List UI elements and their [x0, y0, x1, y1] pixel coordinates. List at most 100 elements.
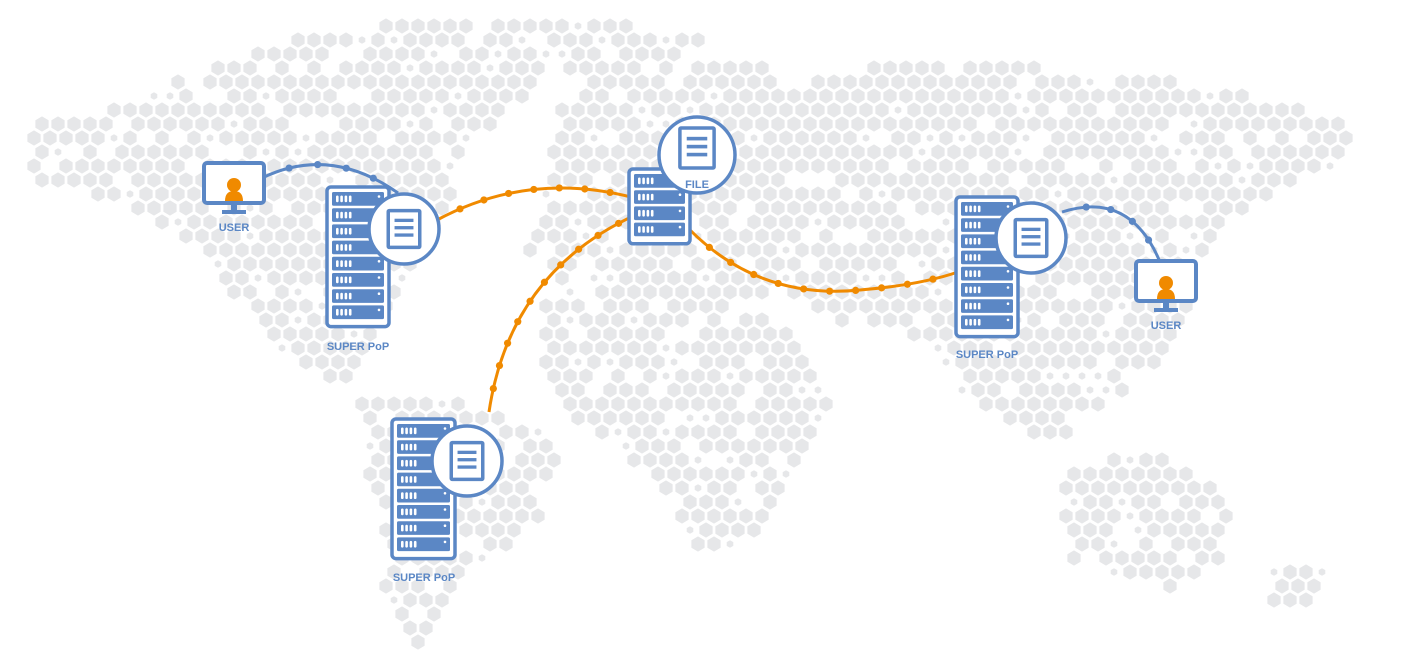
map-hex — [1139, 312, 1153, 328]
map-hex — [1027, 312, 1041, 328]
map-hex — [707, 424, 721, 440]
map-hex — [262, 148, 270, 156]
map-hex — [1067, 466, 1081, 482]
map-hex — [235, 242, 249, 258]
map-hex — [934, 344, 942, 352]
map-hex — [131, 200, 145, 216]
server-led — [344, 308, 348, 316]
map-hex — [563, 396, 577, 412]
map-hex — [1187, 508, 1201, 524]
map-hex — [923, 74, 937, 90]
map-hex — [459, 550, 473, 566]
map-hex — [1110, 540, 1118, 548]
server-led — [969, 254, 972, 261]
map-hex — [451, 396, 465, 412]
map-hex — [795, 242, 809, 258]
map-hex — [459, 494, 473, 510]
server-dot — [1006, 270, 1010, 273]
server-dot — [443, 508, 447, 511]
server-led — [340, 211, 343, 219]
map-hex — [1155, 144, 1169, 160]
map-hex — [699, 466, 713, 482]
map-hex — [747, 326, 761, 342]
map-hex — [1307, 158, 1321, 174]
map-hex — [451, 144, 465, 160]
map-hex — [699, 102, 713, 118]
map-hex — [1326, 162, 1334, 170]
map-hex — [499, 32, 513, 48]
map-hex — [283, 214, 297, 230]
server-led — [977, 221, 981, 229]
map-hex — [451, 32, 465, 48]
map-hex — [715, 382, 729, 398]
map-hex — [995, 396, 1009, 412]
map-hex — [875, 102, 889, 118]
map-hex — [835, 200, 849, 216]
map-hex — [851, 172, 865, 188]
map-hex — [1075, 396, 1089, 412]
map-hex — [811, 74, 825, 90]
map-hex — [811, 270, 825, 286]
map-hex — [891, 74, 905, 90]
map-hex — [235, 74, 249, 90]
map-hex — [918, 148, 926, 156]
map-hex — [171, 158, 185, 174]
map-hex — [819, 228, 833, 244]
map-hex — [563, 200, 577, 216]
map-hex — [475, 102, 489, 118]
map-hex — [731, 382, 745, 398]
map-hex — [643, 452, 657, 468]
map-hex — [219, 74, 233, 90]
map-hex — [731, 74, 745, 90]
map-hex — [1035, 186, 1049, 202]
map-hex — [651, 74, 665, 90]
map-hex — [187, 130, 201, 146]
map-hex — [243, 60, 257, 76]
map-hex — [171, 74, 185, 90]
server-led — [650, 226, 654, 233]
map-hex — [395, 578, 409, 594]
map-hex — [923, 158, 937, 174]
map-hex — [435, 172, 449, 188]
map-hex — [539, 354, 553, 370]
map-hex — [763, 130, 777, 146]
map-hex — [443, 18, 457, 34]
map-hex — [251, 214, 265, 230]
map-hex — [427, 130, 441, 146]
map-hex — [699, 74, 713, 90]
server-dot — [1006, 205, 1010, 208]
map-hex — [163, 172, 177, 188]
map-hex — [707, 60, 721, 76]
map-hex — [947, 172, 961, 188]
map-hex — [915, 228, 929, 244]
map-hex — [611, 284, 625, 300]
server-dot — [443, 540, 447, 544]
map-hex — [326, 176, 334, 184]
map-hex — [574, 358, 582, 366]
map-hex — [403, 396, 417, 412]
map-hex — [555, 326, 569, 342]
map-hex — [675, 368, 689, 384]
map-hex — [1190, 232, 1198, 240]
map-hex — [398, 274, 406, 282]
map-hex — [1035, 298, 1049, 314]
map-hex — [1115, 242, 1129, 258]
link-pop-sa-to-origin-dot — [514, 318, 522, 326]
map-hex — [1115, 354, 1129, 370]
map-hex — [1219, 88, 1233, 104]
map-hex — [267, 130, 281, 146]
map-hex — [851, 200, 865, 216]
server-led — [413, 508, 417, 516]
map-hex — [899, 60, 913, 76]
map-hex — [819, 116, 833, 132]
map-hex — [315, 354, 329, 370]
map-hex — [1115, 102, 1129, 118]
link-user-left-to-pop — [261, 163, 399, 195]
map-hex — [587, 354, 601, 370]
map-hex — [763, 158, 777, 174]
map-hex — [1283, 564, 1297, 580]
server-led — [969, 221, 972, 229]
map-hex — [1003, 74, 1017, 90]
map-hex — [1123, 312, 1137, 328]
map-hex — [547, 340, 561, 356]
